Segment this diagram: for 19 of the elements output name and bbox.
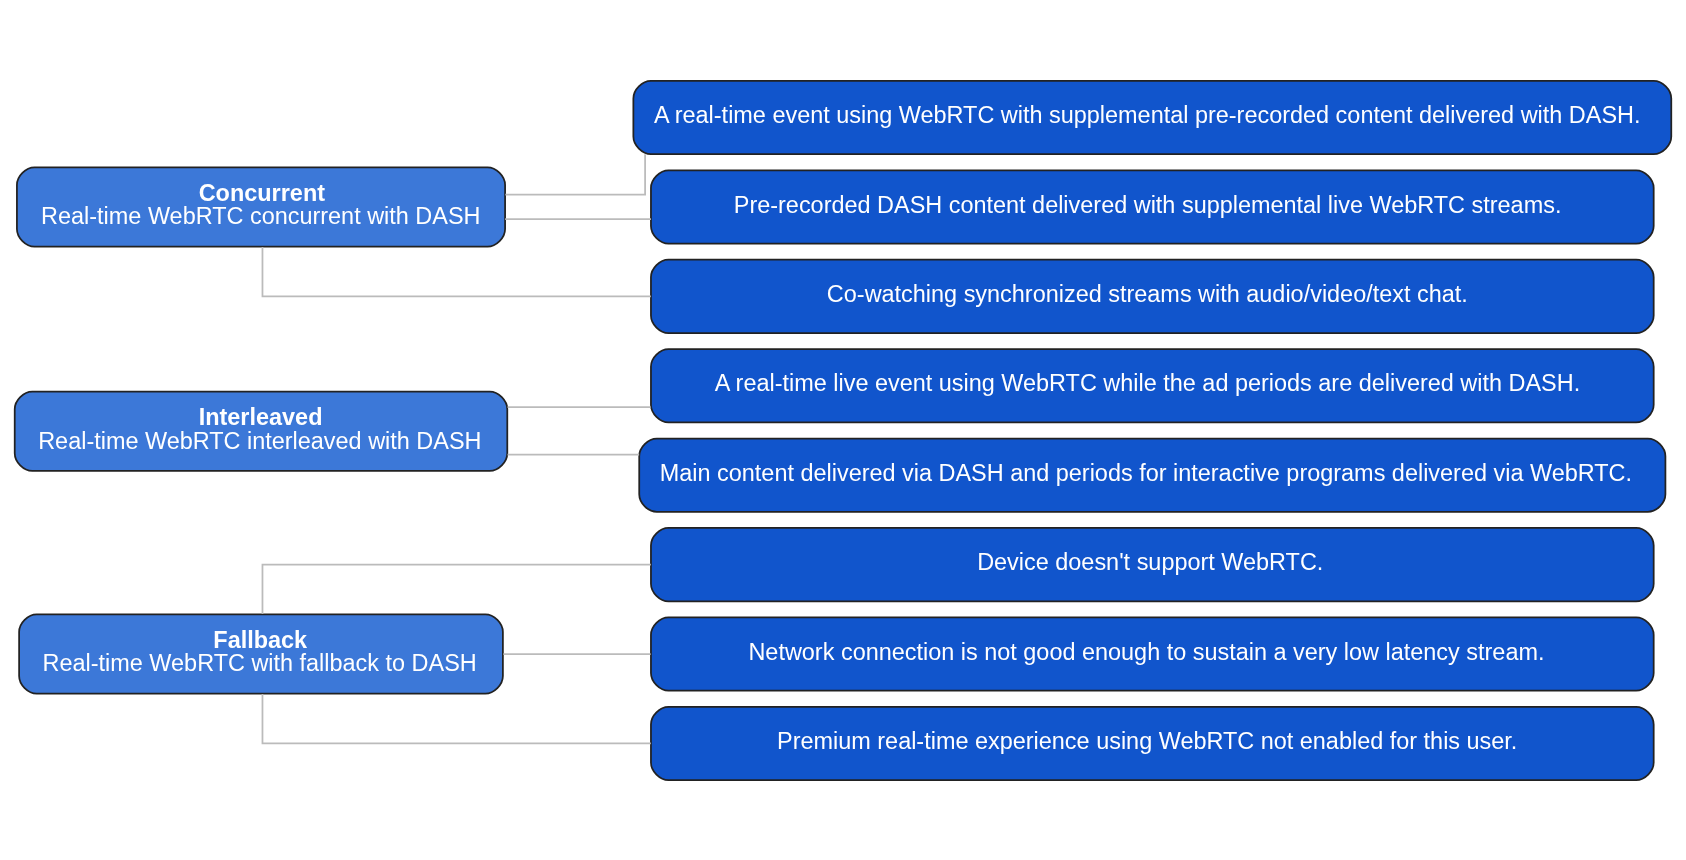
node-box: Network connection is not good enough to sustain a very low latency stream.	[650, 616, 1655, 692]
node-box: Fallback Real-time WebRTC with fallback to DASH	[18, 613, 504, 694]
connector	[504, 152, 646, 196]
node-box: Pre-recorded DASH content delivered with supplemental live WebRTC streams.	[650, 168, 1655, 244]
connector	[504, 217, 652, 220]
node-box: Concurrent Real-time WebRTC concurrent with DASH	[16, 166, 506, 247]
node-box: Co-watching synchronized streams with audio/video/text chat.	[650, 258, 1655, 334]
connector	[261, 563, 652, 615]
connector	[261, 245, 652, 297]
node-box: Interleaved Real-time WebRTC interleaved with DASH	[13, 390, 509, 472]
node-box: A real-time event using WebRTC with supplemental pre-recorded content delivered with DASH.	[632, 79, 1673, 155]
node-box: A real-time live event using WebRTC while the ad periods are delivered with DASH.	[650, 347, 1655, 423]
connector	[502, 652, 652, 655]
node-box: Main content delivered via DASH and periods for interactive programs delivered via WebRTC.	[638, 437, 1667, 513]
connector	[506, 405, 652, 408]
connector	[261, 692, 652, 744]
node-box: Premium real-time experience using WebRTC not enabled for this user.	[650, 705, 1655, 781]
node-box: Device doesn't support WebRTC.	[650, 526, 1655, 602]
connector	[506, 453, 640, 456]
